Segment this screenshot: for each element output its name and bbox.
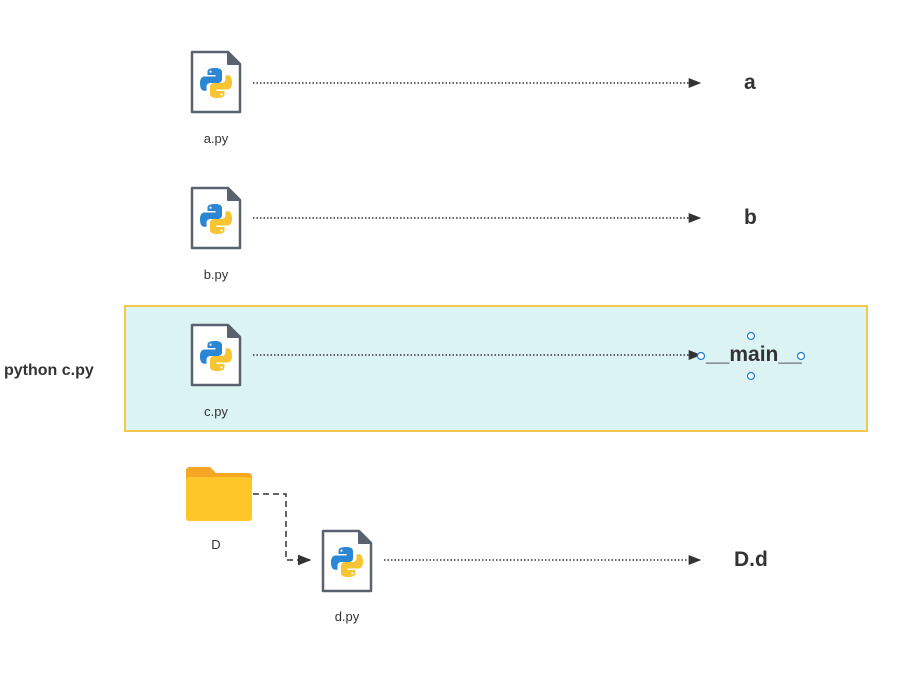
file-label-a: a.py — [203, 131, 229, 146]
file-label-c: c.py — [204, 404, 228, 419]
python-file-icon-b[interactable] — [190, 186, 242, 250]
module-name-b: b — [744, 206, 757, 229]
command-label: python c.py — [4, 362, 94, 379]
module-name-a: a — [744, 71, 756, 94]
module-name-main[interactable]: __main__ — [706, 343, 802, 366]
file-label-d: d.py — [334, 609, 360, 624]
python-file-icon-a[interactable] — [190, 50, 242, 114]
folder-label: D — [211, 537, 221, 552]
main-module-highlight — [124, 305, 868, 432]
module-name-d: D.d — [734, 548, 768, 571]
file-label-b: b.py — [203, 267, 229, 282]
selection-handles[interactable] — [696, 331, 806, 381]
python-file-icon-c[interactable] — [190, 323, 242, 387]
python-file-icon-d[interactable] — [321, 529, 373, 593]
folder-icon[interactable] — [186, 467, 252, 521]
folder-to-file-connector — [253, 493, 312, 566]
